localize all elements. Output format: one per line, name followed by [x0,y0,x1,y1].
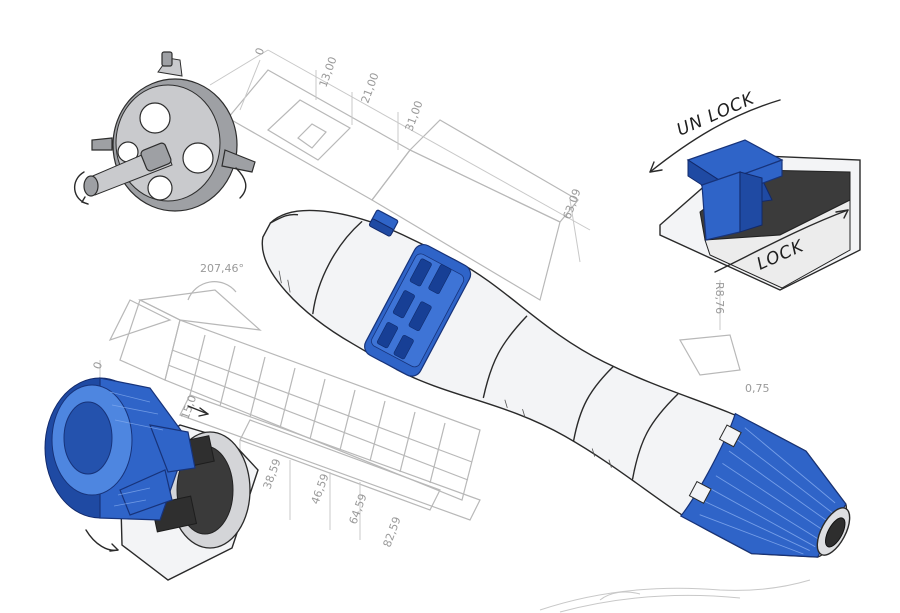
dim-38: 38,59 [261,457,284,491]
dim-0-left: 0 [91,360,106,371]
dim-13: 13,00 [317,55,340,89]
dim-31: 31,00 [403,99,426,133]
dim-radius: R8,76 [713,282,726,314]
dim-21: 21,00 [359,71,382,105]
gear-mechanism-sketch [74,51,256,212]
dim-0-top: 0 [253,46,268,57]
cap-detail-sketch [44,377,259,581]
unlock-label: UN LOCK [674,88,759,140]
dim-82: 82,59 [381,515,404,549]
dim-075: 0,75 [745,382,770,395]
dim-64: 64,59 [347,492,370,526]
device-main-body [261,209,851,558]
dim-angle: 207,46° [200,262,244,275]
dim-46: 46,59 [309,472,332,506]
dim-15: 15,0 [179,394,200,421]
lock-slider-sketch: UN LOCK LOCK [649,88,861,291]
